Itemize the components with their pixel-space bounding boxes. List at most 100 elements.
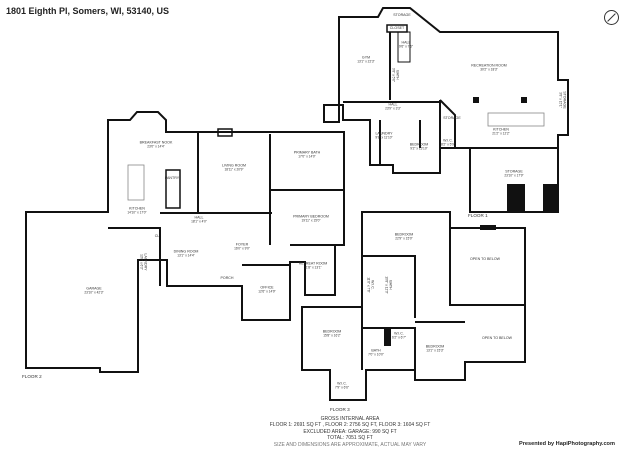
room-name: OPEN TO BELOW — [481, 335, 513, 340]
room-name: BATH — [395, 70, 400, 80]
room-name: W.I.C. — [443, 138, 453, 143]
room-label: CL — [155, 234, 160, 238]
room-name: PRIMARY BATH — [293, 150, 321, 155]
room-label: W.I.C.8'2" x 5'9" — [441, 139, 455, 148]
room-dimensions: 23'0" x 14'4" — [147, 145, 165, 149]
room-dimensions: 7'9" x 6'6" — [335, 386, 349, 390]
room-dimensions: 23'10" x 42'3" — [84, 291, 104, 295]
room-name: BEDROOM — [322, 329, 342, 334]
room-name: GARAGE — [86, 286, 102, 291]
room-label: STORAGE — [393, 13, 411, 17]
room-name: PORCH — [220, 275, 234, 280]
room-label: CLOSET — [390, 26, 404, 30]
room-name: LAUNDRY — [375, 131, 393, 136]
photographer-credit: Presented by HapiPhotography.com — [519, 441, 615, 447]
room-dimensions: 14'10" x 17'0" — [127, 211, 147, 215]
room-name: LIVING ROOM — [222, 163, 246, 168]
area-summary: GROSS INTERNAL AREA FLOOR 1: 2691 SQ FT … — [250, 416, 450, 448]
room-label: W.I.C.6'2" x 6'7" — [392, 332, 406, 341]
room-name: STORAGE — [562, 91, 567, 109]
room-dimensions: 9'6" x 7'6" — [399, 45, 413, 49]
room-name: STORAGE — [443, 115, 461, 120]
room-label: OPEN TO BELOW — [482, 336, 512, 340]
floor-3-label: FLOOR 3 — [330, 407, 350, 412]
floor-1-walls — [323, 7, 569, 213]
room-dimensions: 13'1" x 14'4" — [177, 254, 195, 258]
floor-1-label: FLOOR 1 — [468, 213, 488, 218]
floor-3-walls — [301, 211, 526, 401]
room-label: PANTRY — [165, 176, 179, 180]
room-dimensions: 12'6" x 14'9" — [258, 290, 276, 294]
room-dimensions: 13'8" x 6'3" — [139, 254, 143, 270]
room-name: FOYER — [235, 242, 249, 247]
area-floors: FLOOR 1: 2691 SQ FT , FLOOR 2: 2756 SQ F… — [269, 422, 431, 429]
room-dimensions: 3'8" x 15'1" — [558, 92, 562, 108]
room-dimensions: 6'2" x 6'7" — [392, 336, 406, 340]
room-dimensions: 8'2" x 5'9" — [441, 143, 455, 147]
room-dimensions: 22'9" x 15'0" — [395, 237, 413, 241]
area-disclaimer: SIZE AND DIMENSIONS ARE APPROXIMATE, ACT… — [273, 441, 427, 448]
room-label: W.I.C.7'9" x 6'6" — [335, 382, 349, 391]
room-name: HALL — [388, 102, 398, 107]
floor-2-label: FLOOR 2 — [22, 374, 42, 379]
room-dimensions: 17'0" x 14'0" — [298, 155, 316, 159]
room-name: RECREATION ROOM — [471, 63, 507, 68]
room-name: CLOSET — [389, 25, 405, 30]
property-address: 1801 Eighth Pl, Somers, WI, 53140, US — [6, 6, 170, 16]
room-dimensions: 19'11" x 15'0" — [301, 219, 321, 223]
room-name: HALL — [194, 215, 204, 220]
room-name: CL — [154, 233, 160, 238]
room-name: W.I.C. — [337, 381, 347, 386]
area-total: TOTAL: 7051 SQ FT — [327, 435, 373, 442]
room-label: STORAGE — [443, 116, 461, 120]
room-dimensions: 10'8" x 12'0" — [384, 276, 388, 294]
area-heading: GROSS INTERNAL AREA — [320, 416, 380, 422]
room-name: BREAKFAST NOOK — [139, 140, 173, 145]
room-dimensions: 18'11" x 20'9" — [224, 168, 244, 172]
room-dimensions: 9'8" x 5'6" — [391, 68, 395, 82]
room-name: RETREAT ROOM — [298, 261, 328, 266]
room-name: PANTRY — [164, 175, 180, 180]
room-name: OFFICE — [260, 285, 274, 290]
room-dimensions: 11'8" x 7'6" — [366, 277, 370, 293]
room-name: BATH — [371, 348, 381, 353]
room-name: STORAGE — [393, 12, 411, 17]
room-name: DINING ROOM — [173, 249, 199, 254]
room-name: HALL — [401, 40, 411, 45]
room-dimensions: 18'1" x 4'0" — [191, 220, 207, 224]
room-dimensions: 23'9" x 3'3" — [385, 107, 401, 111]
room-name: BEDROOM — [394, 232, 414, 237]
room-dimensions: 23'10" x 17'9" — [504, 174, 524, 178]
room-name: LAUNDRY — [143, 253, 148, 271]
room-name: BEDROOM — [425, 344, 445, 349]
room-dimensions: 16'0" x 9'0" — [234, 247, 250, 251]
room-name: PRIMARY BEDROOM — [293, 214, 329, 219]
room-dimensions: 9'8" x 11'10" — [375, 136, 393, 140]
room-name: KITCHEN — [129, 206, 145, 211]
room-name: GYM — [361, 55, 371, 60]
room-dimensions: 21'2" x 12'2" — [492, 132, 510, 136]
room-name: STORAGE — [505, 169, 523, 174]
room-dimensions: 7'0" x 10'0" — [368, 353, 384, 357]
floor-2-walls — [25, 111, 345, 373]
